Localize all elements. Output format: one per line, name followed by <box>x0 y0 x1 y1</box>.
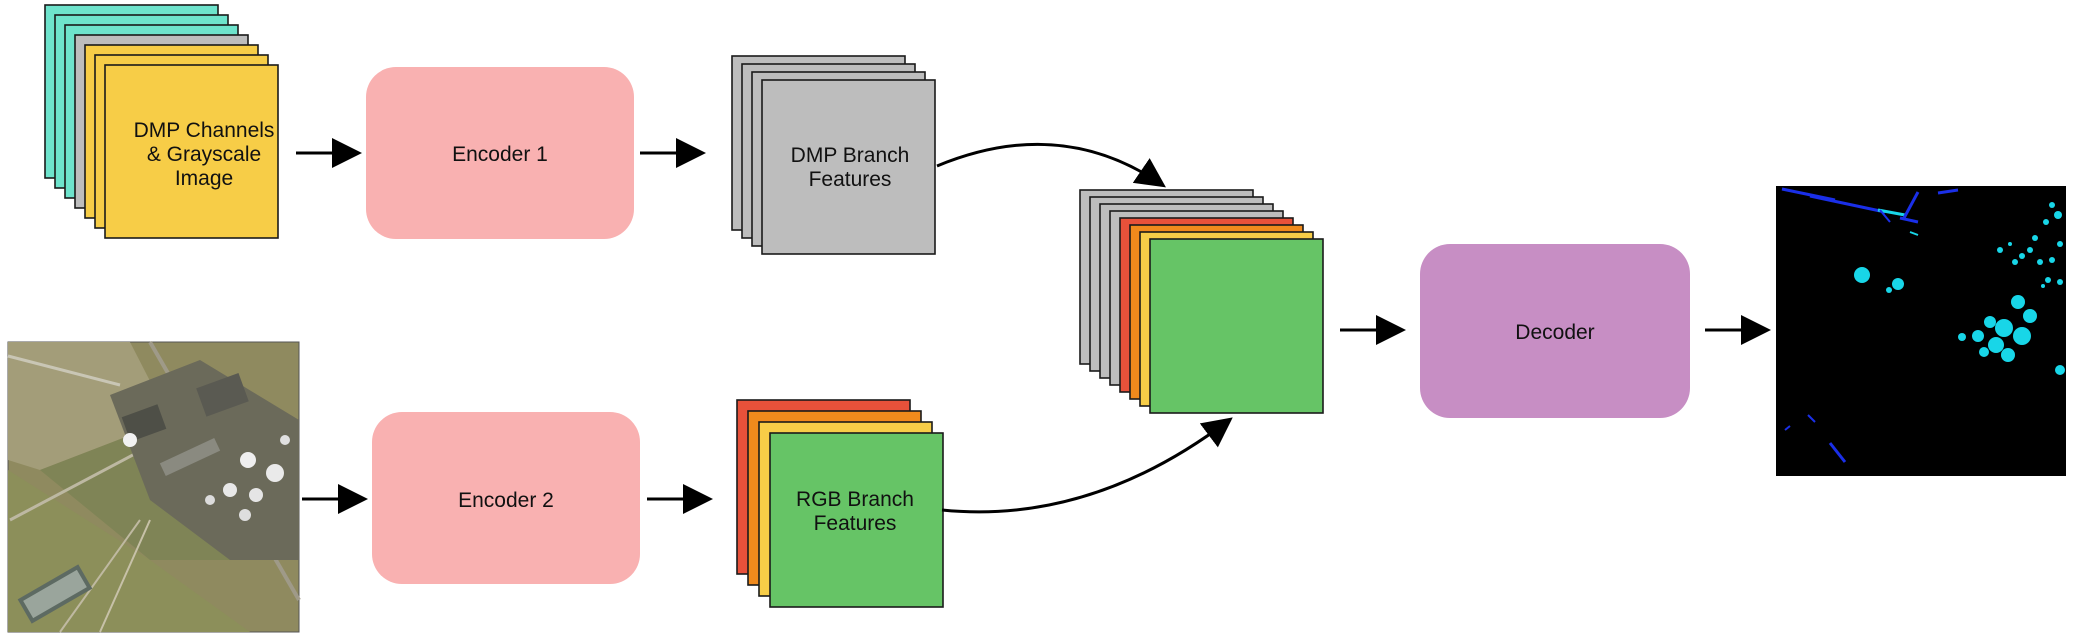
segmentation-mask-icon <box>1776 186 2066 476</box>
dmp-branch-features-stack <box>731 55 936 255</box>
arrow-dmp-to-fused <box>936 142 1166 188</box>
svg-text:Encoder 1: Encoder 1 <box>452 143 548 166</box>
svg-text:Encoder 2: Encoder 2 <box>458 489 554 512</box>
input-stack-label: DMP Channels & Grayscale Image <box>134 119 275 190</box>
encoder-2-block: Encoder 2 <box>372 412 640 584</box>
encoder-1-block: Encoder 1 <box>366 67 634 239</box>
aerial-photo-icon <box>7 340 301 633</box>
svg-text:Features: Features <box>814 512 897 535</box>
decoder-block: Decoder <box>1420 244 1690 418</box>
fused-features-stack <box>1079 189 1324 414</box>
svg-text:RGB Branch: RGB Branch <box>796 488 914 511</box>
input-stack-sheet-7 <box>104 64 279 239</box>
svg-text:& Grayscale: & Grayscale <box>147 143 261 166</box>
input-dmp-stack <box>44 4 279 239</box>
fused-stack-sheet-8 <box>1149 238 1324 414</box>
arrow-rgb-to-fused <box>941 417 1233 514</box>
svg-text:DMP Branch: DMP Branch <box>791 144 910 167</box>
svg-text:Features: Features <box>809 168 892 191</box>
svg-text:Image: Image <box>175 167 233 190</box>
rgb-branch-features-stack <box>736 399 944 608</box>
svg-text:DMP Channels: DMP Channels <box>134 119 275 142</box>
dmp-features-label: DMP Branch Features <box>791 144 910 191</box>
rgb-stack-sheet-4 <box>769 432 944 608</box>
dmp-stack-sheet-4 <box>761 79 936 255</box>
svg-text:Decoder: Decoder <box>1515 321 1594 344</box>
rgb-features-label: RGB Branch Features <box>796 488 914 535</box>
